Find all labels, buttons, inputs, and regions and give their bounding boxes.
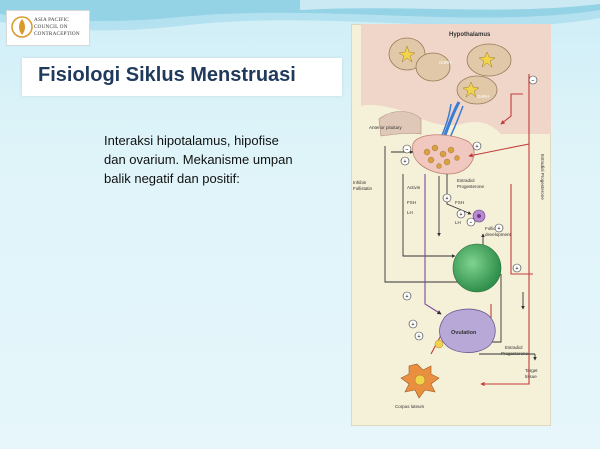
- svg-text:+: +: [406, 294, 409, 300]
- gnrh-label-2: GnRH: [477, 94, 490, 99]
- svg-text:+: +: [404, 159, 407, 165]
- lh-label-2: LH: [455, 220, 461, 225]
- gnrh-label-1: GnRH: [439, 60, 452, 65]
- pituitary-stalk: [378, 111, 422, 137]
- neuron-star-icons: [398, 45, 496, 98]
- svg-text:+: +: [516, 266, 519, 272]
- inhibin-label: Inhibin: [353, 180, 367, 185]
- svg-text:−: −: [532, 78, 535, 84]
- corpus-luteum-label: Corpus luteum: [395, 404, 425, 409]
- estradiol-label-1: Estradiol: [457, 178, 475, 183]
- side-estradiol-label: Estradiol Progesterone: [540, 154, 545, 200]
- ovulation-shape: [439, 308, 496, 353]
- page-title: Fisiologi Siklus Menstruasi: [38, 64, 296, 86]
- fsh-label-2: FSH: [455, 200, 464, 205]
- svg-text:Progesterone: Progesterone: [457, 184, 485, 189]
- estradiol-label-2: Estradiol: [505, 345, 523, 350]
- hpo-axis-diagram: Hypothalamus GnRH GnRH Anterior pituitar…: [351, 24, 551, 426]
- logo-line-2: COUNCIL ON: [34, 24, 68, 30]
- title-bar: [22, 58, 342, 96]
- logo-mark-icon: [11, 16, 33, 38]
- svg-text:tissue: tissue: [525, 374, 537, 379]
- svg-text:development: development: [485, 232, 512, 237]
- ovulation-label: Ovulation: [451, 330, 477, 336]
- uterine-path-purple: [424, 174, 442, 315]
- lh-label-1: LH: [407, 210, 413, 215]
- control-arrows-dark: [384, 146, 537, 361]
- body-line-3: balik negatif dan positif:: [104, 171, 240, 186]
- neuron-4: [456, 75, 498, 105]
- svg-text:−: −: [406, 147, 409, 153]
- logo-line-1: ASIA PACIFIC: [34, 17, 69, 23]
- anterior-pituitary-label: Anterior pituitary: [369, 125, 403, 130]
- body-line-1: Interaksi hipotalamus, hipofise: [104, 133, 279, 148]
- svg-text:+: +: [498, 226, 501, 232]
- target-label: Target: [525, 368, 538, 373]
- logo: ASIA PACIFIC COUNCIL ON CONTRACEPTION: [6, 10, 90, 46]
- pituitary-cells: [423, 144, 460, 169]
- neuron-2: [415, 52, 451, 82]
- feedback-arrows-red: [430, 74, 533, 387]
- svg-text:+: +: [418, 334, 421, 340]
- svg-text:+: +: [476, 144, 479, 150]
- svg-text:−: −: [470, 220, 473, 226]
- svg-text:+: +: [446, 196, 449, 202]
- ovary-follicle: [452, 243, 502, 293]
- svg-text:Follistatin: Follistatin: [353, 186, 373, 191]
- logo-line-3: CONTRACEPTION: [34, 31, 80, 37]
- svg-text:Progesterone: Progesterone: [501, 351, 529, 356]
- hypothalamus-label: Hypothalamus: [449, 32, 491, 38]
- svg-text:+: +: [412, 322, 415, 328]
- follicular-label: Follicular: [485, 226, 504, 231]
- fsh-label-1: FSH: [407, 200, 416, 205]
- header-wave: [0, 0, 600, 31]
- activin-label: Activin: [407, 185, 421, 190]
- body-line-2: dan ovarium. Mekanisme umpan: [104, 152, 293, 167]
- svg-text:+: +: [460, 212, 463, 218]
- feedback-signs: − − + + + + + + + + + −: [400, 75, 538, 341]
- body-text: Interaksi hipotalamus, hipofise dan ovar…: [104, 131, 344, 188]
